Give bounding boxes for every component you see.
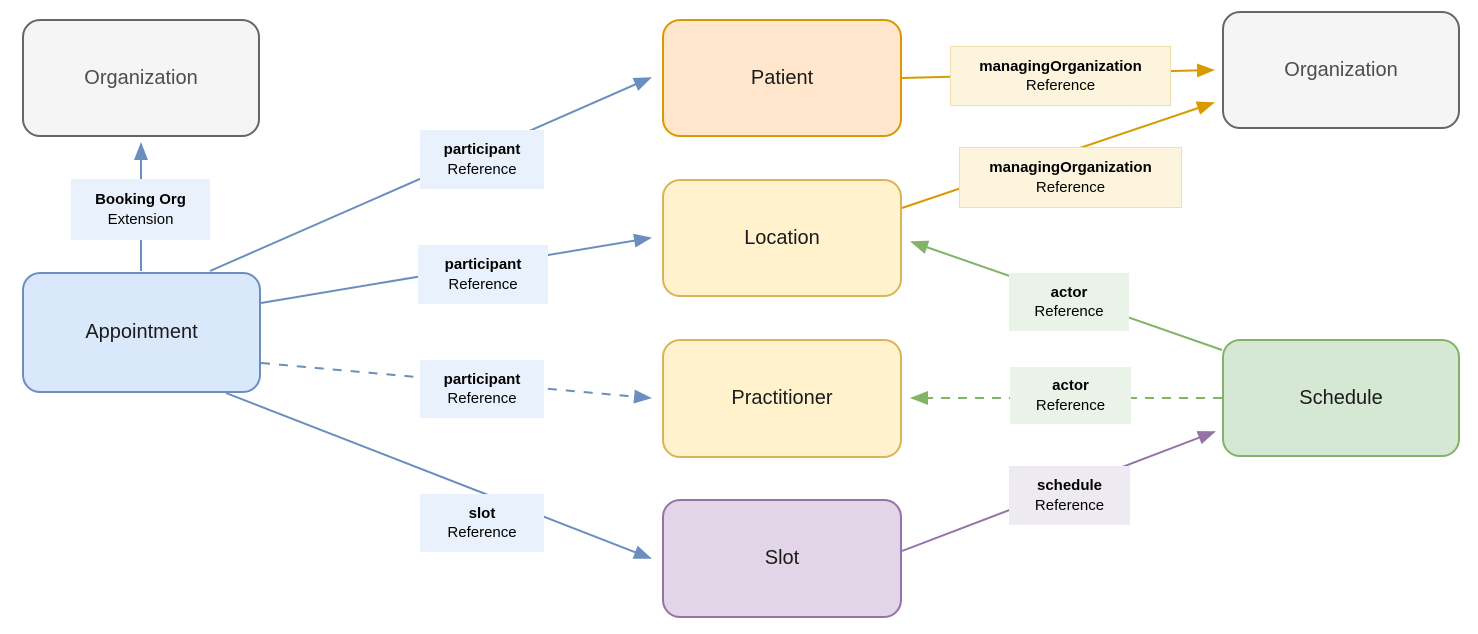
- edge-type: Reference: [1025, 77, 1096, 94]
- edge-label-schedule-reference[interactable]: schedule Reference: [1009, 466, 1130, 525]
- edge-label-actor-location[interactable]: actor Reference: [1009, 273, 1129, 331]
- edge-label-participant-practitioner[interactable]: participant Reference: [420, 360, 544, 418]
- node-label: Organization: [84, 66, 198, 89]
- edge-label-actor-practitioner[interactable]: actor Reference: [1010, 367, 1131, 424]
- edge-type: Reference: [1034, 496, 1105, 514]
- node-label: Schedule: [1299, 386, 1383, 409]
- edge-slot-reference[interactable]: [225, 392, 652, 559]
- edge-name: participant: [444, 256, 522, 273]
- node-label: Patient: [750, 66, 814, 89]
- edge-type: Reference: [1035, 178, 1106, 196]
- edge-label-participant-location[interactable]: participant Reference: [418, 245, 548, 304]
- edge-label-participant-patient[interactable]: participant Reference: [420, 130, 544, 189]
- edge-name: participant: [443, 370, 521, 388]
- edge-name: actor: [1050, 283, 1088, 301]
- edge-type: Extension: [107, 210, 174, 228]
- edge-name: actor: [1052, 377, 1089, 394]
- edge-participant-practitioner[interactable]: [260, 362, 652, 404]
- edge-name: managingOrganization: [989, 159, 1152, 176]
- edge-type: Reference: [447, 524, 517, 541]
- node-label: Practitioner: [731, 387, 833, 409]
- edge-name: Booking Org: [95, 191, 186, 208]
- node-schedule[interactable]: Schedule: [1222, 339, 1460, 457]
- edge-type: Reference: [1034, 303, 1104, 320]
- edge-type: Reference: [447, 160, 517, 178]
- node-patient[interactable]: Patient: [662, 19, 902, 137]
- edge-label-managing-org-patient[interactable]: managingOrganization Reference: [950, 46, 1171, 106]
- edge-type: Reference: [1035, 396, 1106, 414]
- node-label: Slot: [764, 547, 800, 569]
- edge-type: Reference: [447, 390, 517, 407]
- edge-label-slot-reference[interactable]: slot Reference: [420, 494, 544, 552]
- edge-name: slot: [468, 504, 496, 522]
- edge-name: schedule: [1036, 477, 1103, 494]
- node-appointment[interactable]: Appointment: [22, 272, 261, 393]
- node-organization-right[interactable]: Organization: [1222, 11, 1460, 129]
- node-label: Appointment: [85, 321, 198, 343]
- edge-name: managingOrganization: [979, 57, 1142, 75]
- node-practitioner[interactable]: Practitioner: [662, 339, 902, 458]
- edge-label-managing-org-location[interactable]: managingOrganization Reference: [959, 147, 1182, 208]
- edge-name: participant: [443, 141, 521, 158]
- edge-label-booking-org[interactable]: Booking Org Extension: [71, 179, 210, 240]
- node-label: Organization: [1284, 58, 1398, 81]
- edge-type: Reference: [448, 275, 518, 293]
- node-location[interactable]: Location: [662, 179, 902, 297]
- node-organization-left[interactable]: Organization: [22, 19, 260, 137]
- node-label: Location: [744, 226, 820, 249]
- node-slot[interactable]: Slot: [662, 499, 902, 618]
